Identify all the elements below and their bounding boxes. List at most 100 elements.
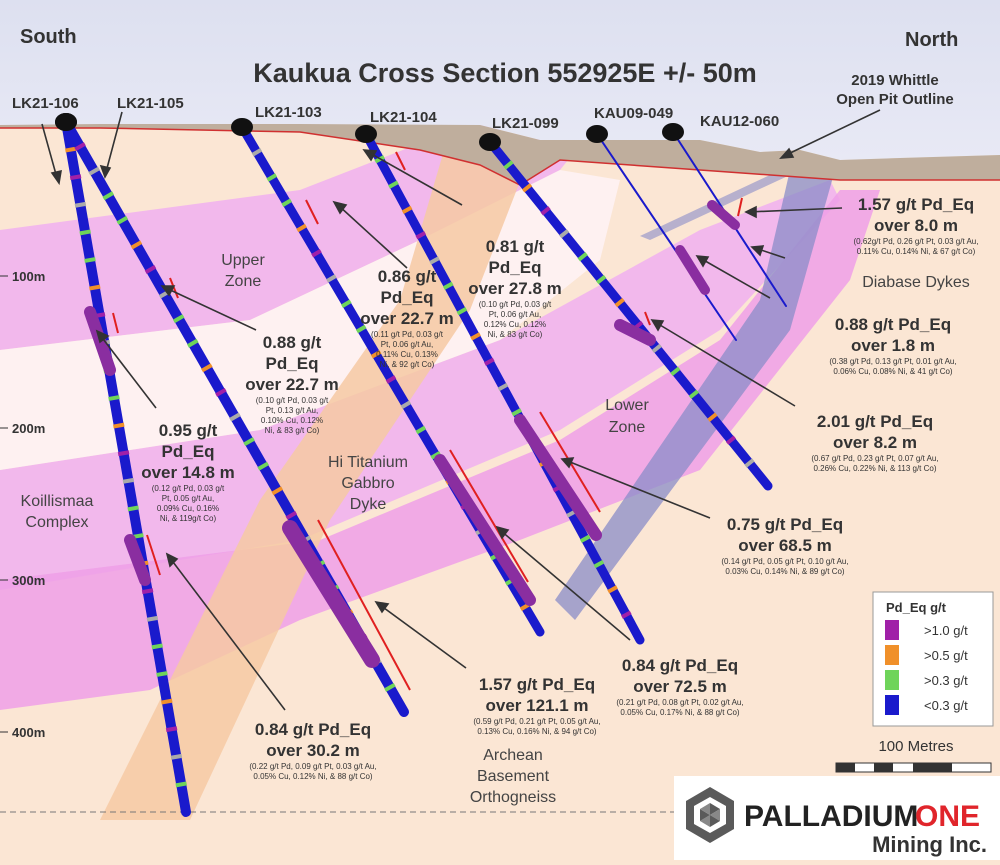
callout-arrows xyxy=(41,109,881,711)
south-label: South xyxy=(20,26,77,48)
archean-label-1: Archean xyxy=(483,747,543,764)
intercept-detail-line: (0.14 g/t Pd, 0.05 g/t Pt, 0.10 g/t Au, xyxy=(721,557,848,566)
assay-interval xyxy=(341,299,352,308)
diabase-dyke-shape xyxy=(555,170,835,620)
intercept-detail-line: Ni, & 83 g/t Co) xyxy=(488,330,543,339)
intercept-detail-line: (0.38 g/t Pd, 0.13 g/t Pt, 0.01 g/t Au, xyxy=(829,357,956,366)
collar-lk21-103 xyxy=(231,118,253,136)
intercept-detail-line: 0.11% Cu, 0.13% xyxy=(376,350,438,359)
mineralised-interval xyxy=(514,414,602,541)
assay-interval xyxy=(415,231,427,240)
assay-interval xyxy=(442,281,454,290)
intercept-detail-line: 0.05% Cu, 0.17% Ni, & 88 g/t Co) xyxy=(620,708,740,717)
intercept-grade-line: over 1.8 m xyxy=(851,336,935,355)
whittle-pit-outline xyxy=(0,127,1000,186)
legend-item-label: >0.5 g/t xyxy=(924,648,968,663)
collar-lk21-104 xyxy=(355,125,377,143)
intercept-grade-line: Pd_Eq xyxy=(381,288,434,307)
assay-interval xyxy=(503,160,514,170)
collar-kau12-060 xyxy=(662,123,684,141)
assay-interval xyxy=(521,183,533,193)
assay-interval xyxy=(146,615,159,622)
mineralised-interval xyxy=(614,319,656,346)
assay-interval xyxy=(511,408,523,417)
intercept-grade-line: over 121.1 m xyxy=(485,696,588,715)
intercept-grade-line: over 27.8 m xyxy=(468,279,562,298)
intercept-grade-line: 0.81 g/t xyxy=(486,237,545,256)
assay-interval xyxy=(744,458,755,468)
intercept-detail-line: (0.59 g/t Pd, 0.21 g/t Pt, 0.05 g/t Au, xyxy=(473,717,600,726)
mineralised-interval xyxy=(434,454,536,606)
intercept-grade-line: 0.84 g/t Pd_Eq xyxy=(622,656,738,675)
intercept-detail-line: 0.09% Cu, 0.16% xyxy=(157,504,219,513)
hole-label-lk21-103: LK21-103 xyxy=(255,104,322,121)
intercept-grade-line: over 30.2 m xyxy=(266,741,360,760)
upper-zone-label-2: Zone xyxy=(225,273,262,290)
hole-label-lk21-104: LK21-104 xyxy=(370,109,437,126)
drill-hole-lk21-099 xyxy=(485,137,773,491)
collar-lk21-099 xyxy=(479,133,501,151)
legend-item-label: <0.3 g/t xyxy=(924,698,968,713)
assay-interval xyxy=(385,375,397,384)
intercept-detail-line: Pt, 0.05 g/t Au, xyxy=(162,494,214,503)
assay-interval xyxy=(430,451,441,460)
assay-interval xyxy=(88,166,100,176)
drill-holes-layer xyxy=(55,113,787,817)
assay-interval xyxy=(243,437,255,447)
figure-title: Kaukua Cross Section 552925E +/- 50m xyxy=(253,58,757,88)
logo-word-palladium: PALLADIUM xyxy=(744,800,918,833)
drill-hole-kau09-049 xyxy=(596,133,737,341)
assay-interval xyxy=(89,284,101,291)
assay-interval xyxy=(122,477,135,484)
koillismaa-label-1: Koillismaa xyxy=(21,493,94,510)
intercept-grade-line: over 8.0 m xyxy=(874,216,958,235)
intercept-detail-line: 0.11% Cu, 0.14% Ni, & 67 g/t Co) xyxy=(857,247,976,256)
assay-interval xyxy=(79,229,91,236)
hi-titanium-dyke-shape xyxy=(100,130,540,820)
intercept-detail-line: Pt, 0.13 g/t Au, xyxy=(266,406,318,415)
hi-titanium-label-2: Gabbro xyxy=(341,475,394,492)
sky xyxy=(0,0,1000,160)
intercept-grade-line: over 72.5 m xyxy=(633,677,727,696)
assay-interval xyxy=(429,256,440,265)
assay-interval xyxy=(688,389,699,399)
intercept-detail-line: Ni, & 83 g/t Co) xyxy=(265,426,320,435)
assay-interval xyxy=(130,240,143,250)
hole-label-lk21-105: LK21-105 xyxy=(117,95,184,112)
legend-title: Pd_Eq g/t xyxy=(886,600,947,615)
intercept-detail-line: (0.11 g/t Pd, 0.03 g/t xyxy=(371,330,444,339)
depth-axis: 100m 200m 300m 400m xyxy=(0,269,45,740)
mineralised-interval xyxy=(675,245,710,295)
assay-interval xyxy=(161,698,173,705)
assay-interval xyxy=(559,229,570,239)
legend-swatch xyxy=(885,670,899,690)
assay-interval xyxy=(725,435,737,445)
assay-interval xyxy=(144,265,157,274)
intercept-grade-line: over 68.5 m xyxy=(738,536,832,555)
koillismaa-label-2: Complex xyxy=(25,514,88,531)
assay-interval xyxy=(65,146,77,153)
intercept-grade-line: 0.84 g/t Pd_Eq xyxy=(255,720,371,739)
assay-interval xyxy=(113,422,125,429)
assay-interval xyxy=(156,671,168,677)
assay-interval xyxy=(285,510,298,520)
intercept-grade-line: over 22.7 m xyxy=(245,375,339,394)
intercept-grade-line: 0.95 g/t xyxy=(159,421,218,440)
upper-zone-label-1: Upper xyxy=(221,252,265,269)
intercept-grade-line: 2.01 g/t Pd_Eq xyxy=(817,412,933,431)
legend-swatch xyxy=(885,695,899,715)
assay-interval xyxy=(620,610,632,619)
depth-label-400: 400m xyxy=(12,725,45,740)
intercept-grade-line: 0.86 g/t xyxy=(378,267,437,286)
assay-interval xyxy=(614,297,625,308)
whittle-label-line1: 2019 Whittle xyxy=(851,72,939,89)
intercept-detail-line: 0.13% Cu, 0.16% Ni, & 94 g/t Co) xyxy=(477,727,597,736)
assay-interval xyxy=(707,412,718,422)
intercept-detail-line: 0.10% Cu, 0.12% xyxy=(261,416,323,425)
lower-zone-label-2: Zone xyxy=(609,419,646,436)
